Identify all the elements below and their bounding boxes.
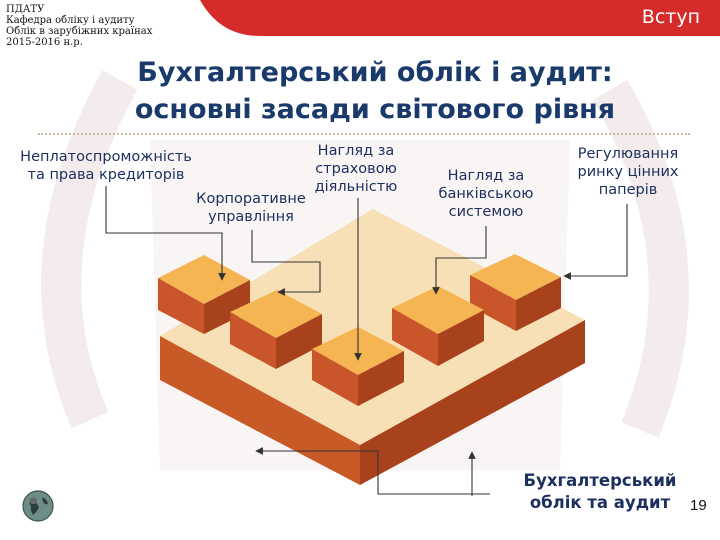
section-banner — [200, 0, 720, 36]
pillar-insolvency — [158, 255, 250, 334]
title-line-1: Бухгалтерський облік і аудит: — [137, 57, 613, 88]
base-front-right — [360, 320, 585, 485]
connector-banking — [432, 226, 487, 295]
label-base: Бухгалтерський облік та аудит — [523, 471, 677, 512]
base-front-left — [160, 336, 360, 485]
pillar-securities — [470, 254, 561, 331]
base-top — [160, 209, 585, 445]
label-banking: Нагляд за банківською системою — [438, 168, 534, 220]
connector-securities — [563, 204, 628, 280]
pillar-banking — [392, 286, 484, 366]
label-insurance: Нагляд за страховою діяльністю — [314, 143, 398, 195]
slide-title: Бухгалтерський облік і аудит: основні за… — [60, 54, 690, 128]
connector-base-left — [255, 447, 490, 495]
pillar-corporate — [230, 290, 322, 369]
course-header: ПДАТУ Кафедра обліку і аудиту Облік в за… — [6, 4, 152, 48]
title-divider — [38, 133, 690, 135]
section-label: Вступ — [641, 6, 700, 28]
label-securities: Регулювання ринку цінних паперів — [577, 146, 679, 198]
header-line: 2015-2016 н.р. — [6, 37, 83, 48]
title-line-2: основні засади світового рівня — [134, 94, 616, 125]
header-line: Кафедра обліку і аудиту — [6, 15, 135, 26]
header-line: Облік в зарубіжних країнах — [6, 26, 153, 37]
label-corporate: Корпоративне управління — [196, 191, 306, 225]
base-platform — [160, 209, 585, 485]
page-number: 19 — [690, 497, 707, 514]
globe-icon — [22, 490, 54, 522]
connector-corporate — [251, 230, 321, 296]
connector-insolvency — [105, 186, 226, 281]
label-insolvency: Неплатоспроможність та права кредиторів — [20, 149, 192, 183]
header-line: ПДАТУ — [6, 4, 45, 15]
